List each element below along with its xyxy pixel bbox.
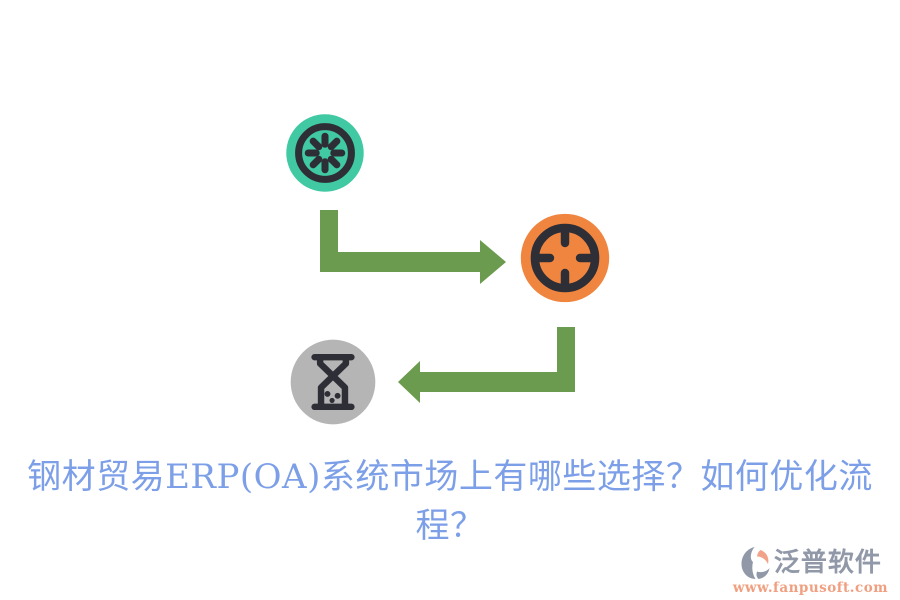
kiwi-spinner-icon: [286, 114, 364, 192]
page-title: 钢材贸易ERP(OA)系统市场上有哪些选择？如何优化流程？: [27, 457, 873, 546]
arrow-down-right-icon: [320, 210, 506, 284]
hourglass-icon: [290, 339, 376, 425]
crosshair-target-icon: [520, 213, 610, 303]
arrow-down-left-icon: [398, 327, 575, 403]
brand-logo-row: 泛普软件: [739, 545, 882, 581]
fanpu-swirl-logo-icon: [741, 547, 770, 579]
brand-website: www.fanpusoft.com: [732, 580, 888, 596]
brand-name: 泛普软件: [773, 548, 882, 578]
flow-step-1: [281, 109, 369, 197]
flow-step-3: [287, 336, 379, 428]
brand-logo: 泛普软件 www.fanpusoft.com: [733, 545, 888, 596]
flow-step-2: [518, 211, 612, 305]
